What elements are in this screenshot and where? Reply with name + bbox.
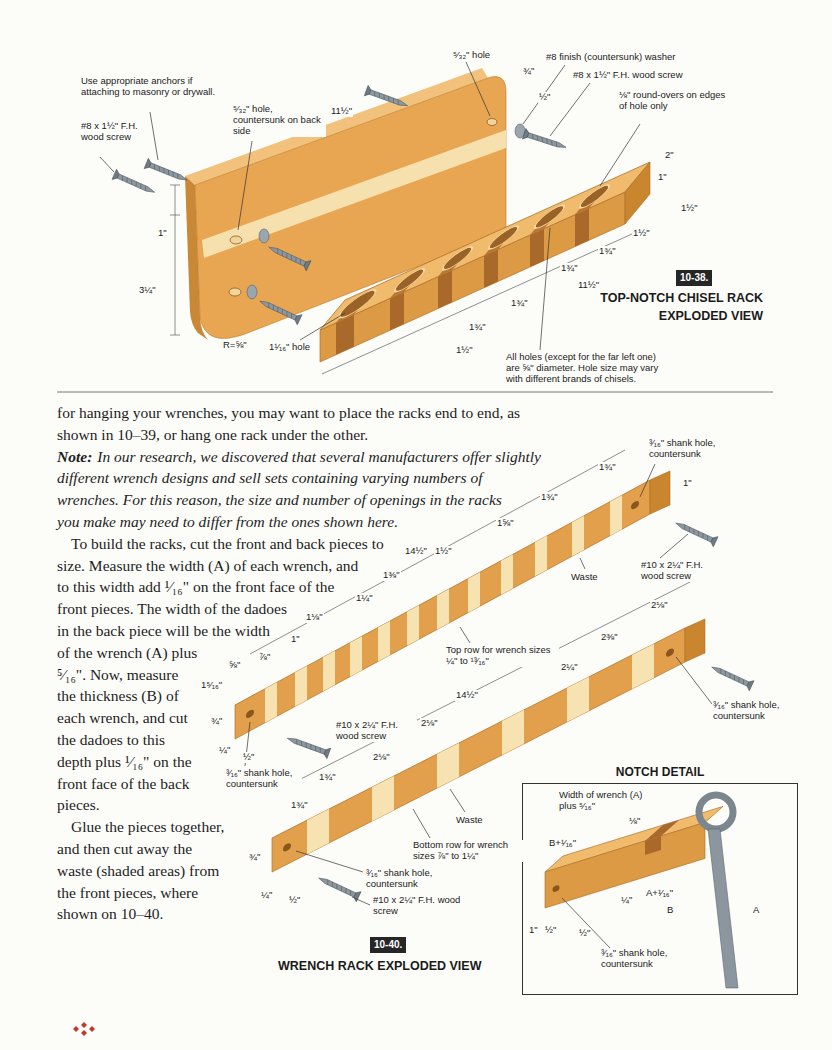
figure-label: 11½" bbox=[330, 106, 353, 117]
notch-detail-art bbox=[545, 795, 738, 988]
figure-label: 1½" bbox=[455, 345, 474, 356]
figure-label: 1¾" bbox=[468, 322, 487, 333]
figure-number: 10-38. bbox=[680, 272, 708, 284]
figure-label: 1⁵⁄₁₆" bbox=[200, 680, 223, 691]
figure-label: 1¾" bbox=[598, 246, 617, 257]
figure-label: ¼" bbox=[620, 895, 633, 906]
figure-label: ½" bbox=[578, 928, 591, 939]
figure-label: ½" bbox=[242, 752, 255, 763]
figure-label: ³⁄₁₆" shank hole, countersunk bbox=[648, 438, 745, 460]
figure-label: A+¹⁄₁₆" bbox=[645, 888, 674, 899]
figure-label: 2" bbox=[664, 150, 675, 161]
body-text: for hanging your wrenches, you may want … bbox=[57, 402, 562, 1036]
figure-label: 3¼" bbox=[138, 285, 157, 296]
figure-label: B bbox=[666, 905, 674, 916]
figure-number-badge: 10-38. bbox=[676, 270, 712, 286]
figure-label: ⅞" bbox=[258, 652, 271, 663]
figure-label: 1¾" bbox=[290, 800, 309, 811]
figure-label: ½" bbox=[544, 925, 557, 936]
figure-label: #8 x 1½" F.H. wood screw bbox=[80, 121, 144, 143]
chisel-rack-hardware bbox=[112, 85, 568, 324]
figure-label: B+¹⁄₁₆" bbox=[548, 838, 577, 849]
figure-label: 2⅛" bbox=[420, 718, 439, 729]
figure-number-badge: 10-40. bbox=[370, 937, 406, 953]
figure-label: Top row for wrench sizes ¼" to ¹³⁄₁₆" bbox=[445, 645, 559, 667]
figure-label: ³⁄₁₆" shank hole, countersunk bbox=[712, 700, 792, 722]
figure-label: 2⅛" bbox=[650, 600, 669, 611]
figure-label: 1¹⁄₁₆" hole bbox=[268, 342, 311, 353]
figure-label: 1" bbox=[682, 478, 693, 489]
figure-number: 10-40. bbox=[374, 939, 402, 951]
figure-label: 2⅜" bbox=[600, 632, 619, 643]
figure-label: 2⅛" bbox=[372, 752, 391, 763]
figure-label: ⁵⁄₃₂" hole, countersunk on back side bbox=[232, 104, 326, 137]
figure-label: Waste bbox=[455, 815, 484, 826]
figure-label: 1⅝" bbox=[496, 518, 515, 529]
figure-label: All holes (except for the far left one) … bbox=[505, 352, 672, 385]
figure-label: 1¾" bbox=[318, 772, 337, 783]
figure-label: A bbox=[752, 905, 760, 916]
figure-label: 1½" bbox=[680, 203, 699, 214]
figure-label: ½" bbox=[288, 895, 301, 906]
body-paragraph: To build the racks, cut the front and ba… bbox=[57, 533, 562, 816]
figure-label: Width of wrench (A) plus ⁵⁄₁₆" bbox=[558, 790, 652, 812]
figure-label: #8 finish (countersunk) washer bbox=[545, 52, 676, 63]
figure-label: 1¾" bbox=[540, 492, 559, 503]
note-paragraph: Note:In our research, we discovered that… bbox=[57, 446, 562, 533]
figure-label: 1⅛" bbox=[305, 612, 324, 623]
figure-label: 1" bbox=[157, 228, 168, 239]
figure-label: ⅛" round-overs on edges of hole only bbox=[618, 90, 728, 112]
figure-label: 1¾" bbox=[560, 263, 579, 274]
figure-label: ½" bbox=[538, 92, 551, 103]
figure-label: ⅝" bbox=[228, 660, 241, 671]
paragraph-text: Glue the pieces together, and then cut a… bbox=[57, 818, 224, 922]
figure-label: 1⅜" bbox=[382, 570, 401, 581]
figure-label: 1¾" bbox=[510, 298, 529, 309]
figure-label: #10 x 2¼" F.H. wood screw bbox=[335, 720, 417, 742]
figure-label: 1¼" bbox=[355, 593, 374, 604]
figure-label: 14½" bbox=[455, 690, 479, 701]
figure-label: 2¼" bbox=[560, 662, 579, 673]
detail-heading: NOTCH DETAIL bbox=[522, 764, 798, 780]
figure-label: Waste bbox=[570, 572, 599, 583]
figure-label: ¾" bbox=[248, 852, 261, 863]
figure-label: Bottom row for wrench sizes ⅞" to 1¼" bbox=[412, 840, 524, 862]
figure-label: ¼" bbox=[260, 890, 273, 901]
figure-label: #10 x 2¼" F.H. wood screw bbox=[372, 895, 462, 917]
figure-label: ⁵⁄₃₂" hole bbox=[452, 50, 491, 61]
figure-label: ³⁄₁₆" shank hole, countersunk bbox=[365, 868, 459, 890]
figure-label: ³⁄₁₆" shank hole, countersunk bbox=[600, 948, 702, 970]
body-paragraph: Glue the pieces together, and then cut a… bbox=[57, 816, 562, 925]
figure-label: 1" bbox=[290, 634, 301, 645]
figure-label: 1½" bbox=[434, 546, 453, 557]
figure-label: #8 x 1½" F.H. wood screw bbox=[572, 70, 684, 81]
note-heading: Note: bbox=[57, 448, 92, 465]
chisel-rack-front bbox=[320, 162, 650, 362]
figure-label: #10 x 2¼" F.H. wood screw bbox=[640, 560, 724, 582]
paragraph-text: for hanging your wrenches, you may want … bbox=[57, 404, 520, 443]
section-rule bbox=[57, 392, 773, 393]
figure-label: ⅛" bbox=[628, 816, 641, 827]
figure-label: ¾" bbox=[522, 66, 535, 77]
figure-label: ¼" bbox=[218, 745, 231, 756]
figure-label: 1" bbox=[528, 925, 539, 936]
figure-label: R=⅝" bbox=[222, 340, 248, 351]
figure-caption: TOP-NOTCH CHISEL RACK EXPLODED VIEW bbox=[592, 290, 764, 325]
figure-label: 1½" bbox=[632, 228, 651, 239]
note-text: In our research, we discovered that seve… bbox=[57, 448, 541, 530]
figure-label: ¾" bbox=[210, 716, 223, 727]
figure-label: 1¾" bbox=[598, 462, 617, 473]
figure-label: 14½" bbox=[404, 546, 428, 557]
figure-label: 1" bbox=[657, 172, 668, 183]
figure-caption: WRENCH RACK EXPLODED VIEW bbox=[277, 958, 482, 976]
body-paragraph: for hanging your wrenches, you may want … bbox=[57, 402, 562, 446]
ornament bbox=[71, 1022, 97, 1036]
figure-label: Use appropriate anchors if attaching to … bbox=[80, 76, 222, 98]
figure-label: 11½" bbox=[577, 280, 600, 291]
figure-label: ³⁄₁₆" shank hole, countersunk bbox=[225, 768, 302, 790]
